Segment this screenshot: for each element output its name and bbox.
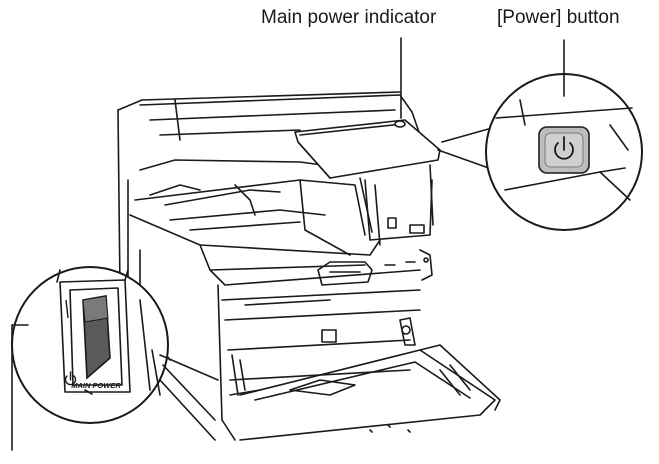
power-button-label: [Power] button bbox=[497, 7, 620, 28]
main-power-switch bbox=[65, 295, 111, 380]
main-power-indicator-label: Main power indicator bbox=[261, 7, 437, 28]
main-power-switch-callout bbox=[11, 266, 219, 451]
control-panel bbox=[294, 119, 441, 233]
power-leader-upper bbox=[441, 127, 493, 143]
power-icon bbox=[554, 136, 574, 160]
main-power-caption: MAIN POWER bbox=[71, 381, 121, 390]
switch-power-icon bbox=[64, 371, 77, 386]
printer-body bbox=[117, 91, 501, 441]
